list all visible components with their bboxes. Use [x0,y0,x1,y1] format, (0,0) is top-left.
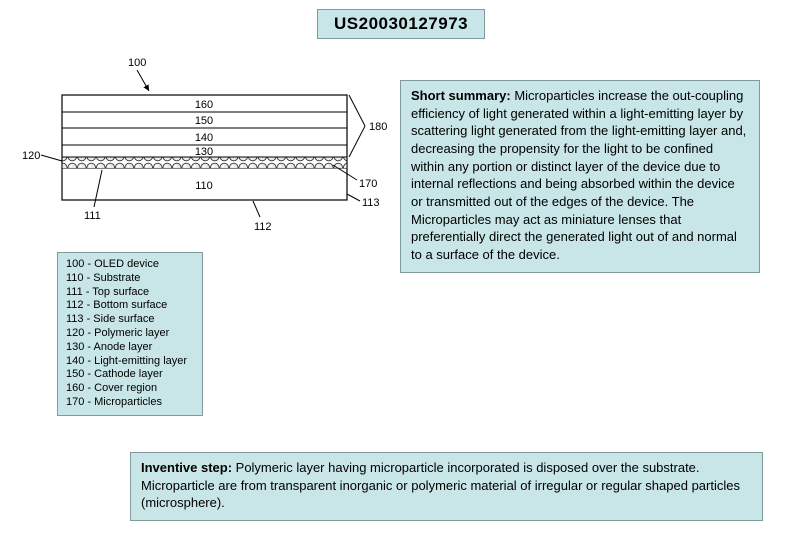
ref-label-111: 111 [84,210,101,222]
leader-line-100 [136,69,150,92]
layer-label-140: 140 [195,132,213,144]
legend-item: 100 - OLED device [66,258,159,270]
brace-line-180-top [348,94,366,127]
short-summary-box: Short summary: Microparticles increase t… [400,80,760,273]
layer-label-150: 150 [195,115,213,127]
legend-item: 110 - Substrate [66,271,141,284]
ref-label-120: 120 [22,150,40,162]
leader-line-113 [346,193,361,202]
leader-line-112 [252,200,261,218]
ref-label-100: 100 [128,57,146,69]
legend-item: 160 - Cover region [66,382,158,395]
patent-number-title: US20030127973 [317,9,486,39]
legend-item: 120 - Polymeric layer [66,326,170,339]
inventive-step-heading: Inventive step: [141,460,233,475]
microparticles-row [62,157,347,168]
legend-item: 170 - Microparticles [66,395,162,408]
layer-label-130: 130 [195,146,213,158]
ref-label-180: 180 [369,121,387,133]
layer-label-110: 110 [195,180,213,192]
legend-item: 111 - Top surface [66,285,150,298]
legend-item: 130 - Anode layer [66,340,153,353]
short-summary-heading: Short summary: [411,88,511,103]
ref-label-112: 112 [254,221,272,233]
layer-label-160: 160 [195,99,213,111]
ref-label-113: 113 [362,197,380,209]
leader-line-111 [93,169,103,208]
inventive-step-box: Inventive step: Polymeric layer having m… [130,452,763,522]
leader-line-120 [40,154,63,162]
brace-line-180-bottom [348,125,366,158]
legend-item: 112 - Bottom surface [66,299,168,312]
patent-number-text: US20030127973 [334,14,469,33]
legend-item: 150 - Cathode layer [66,368,163,381]
ref-label-170: 170 [359,178,377,190]
legend-item: 140 - Light-emitting layer [66,354,188,367]
legend-item: 113 - Side surface [66,313,155,326]
device-diagram: 160 150 140 130 110 100 120 180 170 113 … [22,57,387,233]
leader-line-170 [332,164,358,181]
reference-legend: 100 - OLED device 110 - Substrate 111 - … [57,252,203,416]
short-summary-text: Microparticles increase the out-coupling… [411,88,747,263]
inventive-step-text: Polymeric layer having microparticle inc… [141,460,740,511]
